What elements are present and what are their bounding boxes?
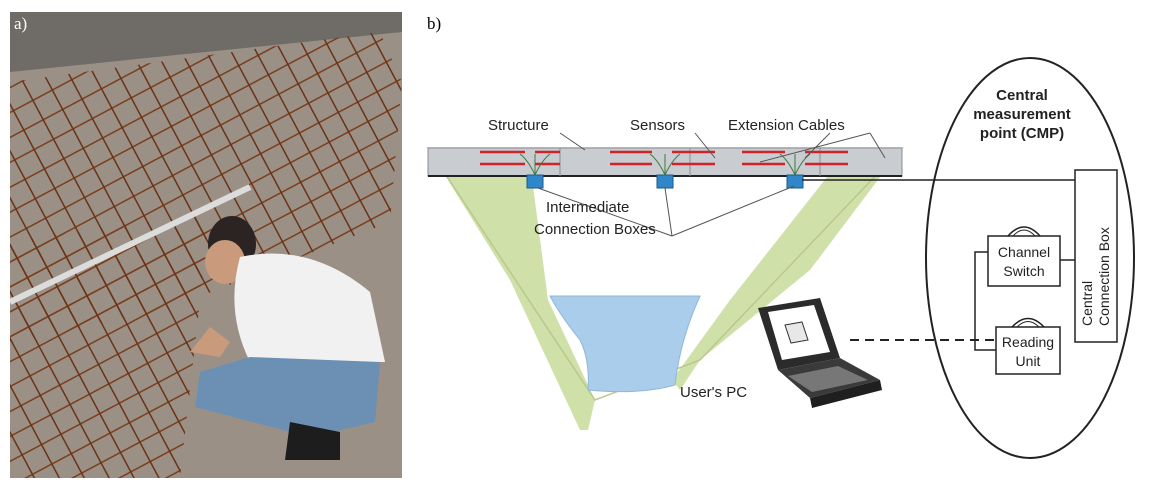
label-channel-2: Switch xyxy=(1003,263,1044,279)
rebar-cage-photo xyxy=(10,12,402,478)
label-extension-cables: Extension Cables xyxy=(728,117,845,134)
channel-switch-box xyxy=(987,235,1061,287)
label-channel-1: Channel xyxy=(998,244,1050,260)
label-ccb-1: Central xyxy=(1079,281,1095,326)
water xyxy=(549,295,701,393)
label-intermediate-2: Connection Boxes xyxy=(534,221,656,238)
label-users-pc: User's PC xyxy=(680,384,747,401)
intermediate-box-2 xyxy=(656,174,674,189)
label-cmp-3: point (CMP) xyxy=(980,125,1064,142)
label-sensors: Sensors xyxy=(630,117,685,134)
label-ccb-2: Connection Box xyxy=(1096,227,1112,326)
panel-a-label: a) xyxy=(14,14,28,33)
cmp-ellipse xyxy=(925,57,1135,459)
sensors xyxy=(480,150,848,166)
label-intermediate-1: Intermediate xyxy=(546,199,629,216)
label-reading-2: Unit xyxy=(1016,353,1041,369)
label-reading-1: Reading xyxy=(1002,334,1054,350)
central-connection-box xyxy=(1074,169,1118,343)
users-pc-icon xyxy=(758,298,882,408)
label-structure: Structure xyxy=(488,117,549,134)
label-cmp-2: measurement xyxy=(973,106,1071,123)
label-cmp-1: Central xyxy=(996,87,1048,104)
intermediate-box-3 xyxy=(786,174,804,189)
monitoring-system-diagram: Structure Sensors Extension Cables Inter… xyxy=(426,57,1135,459)
panel-b-label: b) xyxy=(427,14,442,33)
reading-unit-box xyxy=(995,326,1061,375)
valley-left-bank xyxy=(428,148,595,430)
intermediate-box-1 xyxy=(526,174,544,189)
